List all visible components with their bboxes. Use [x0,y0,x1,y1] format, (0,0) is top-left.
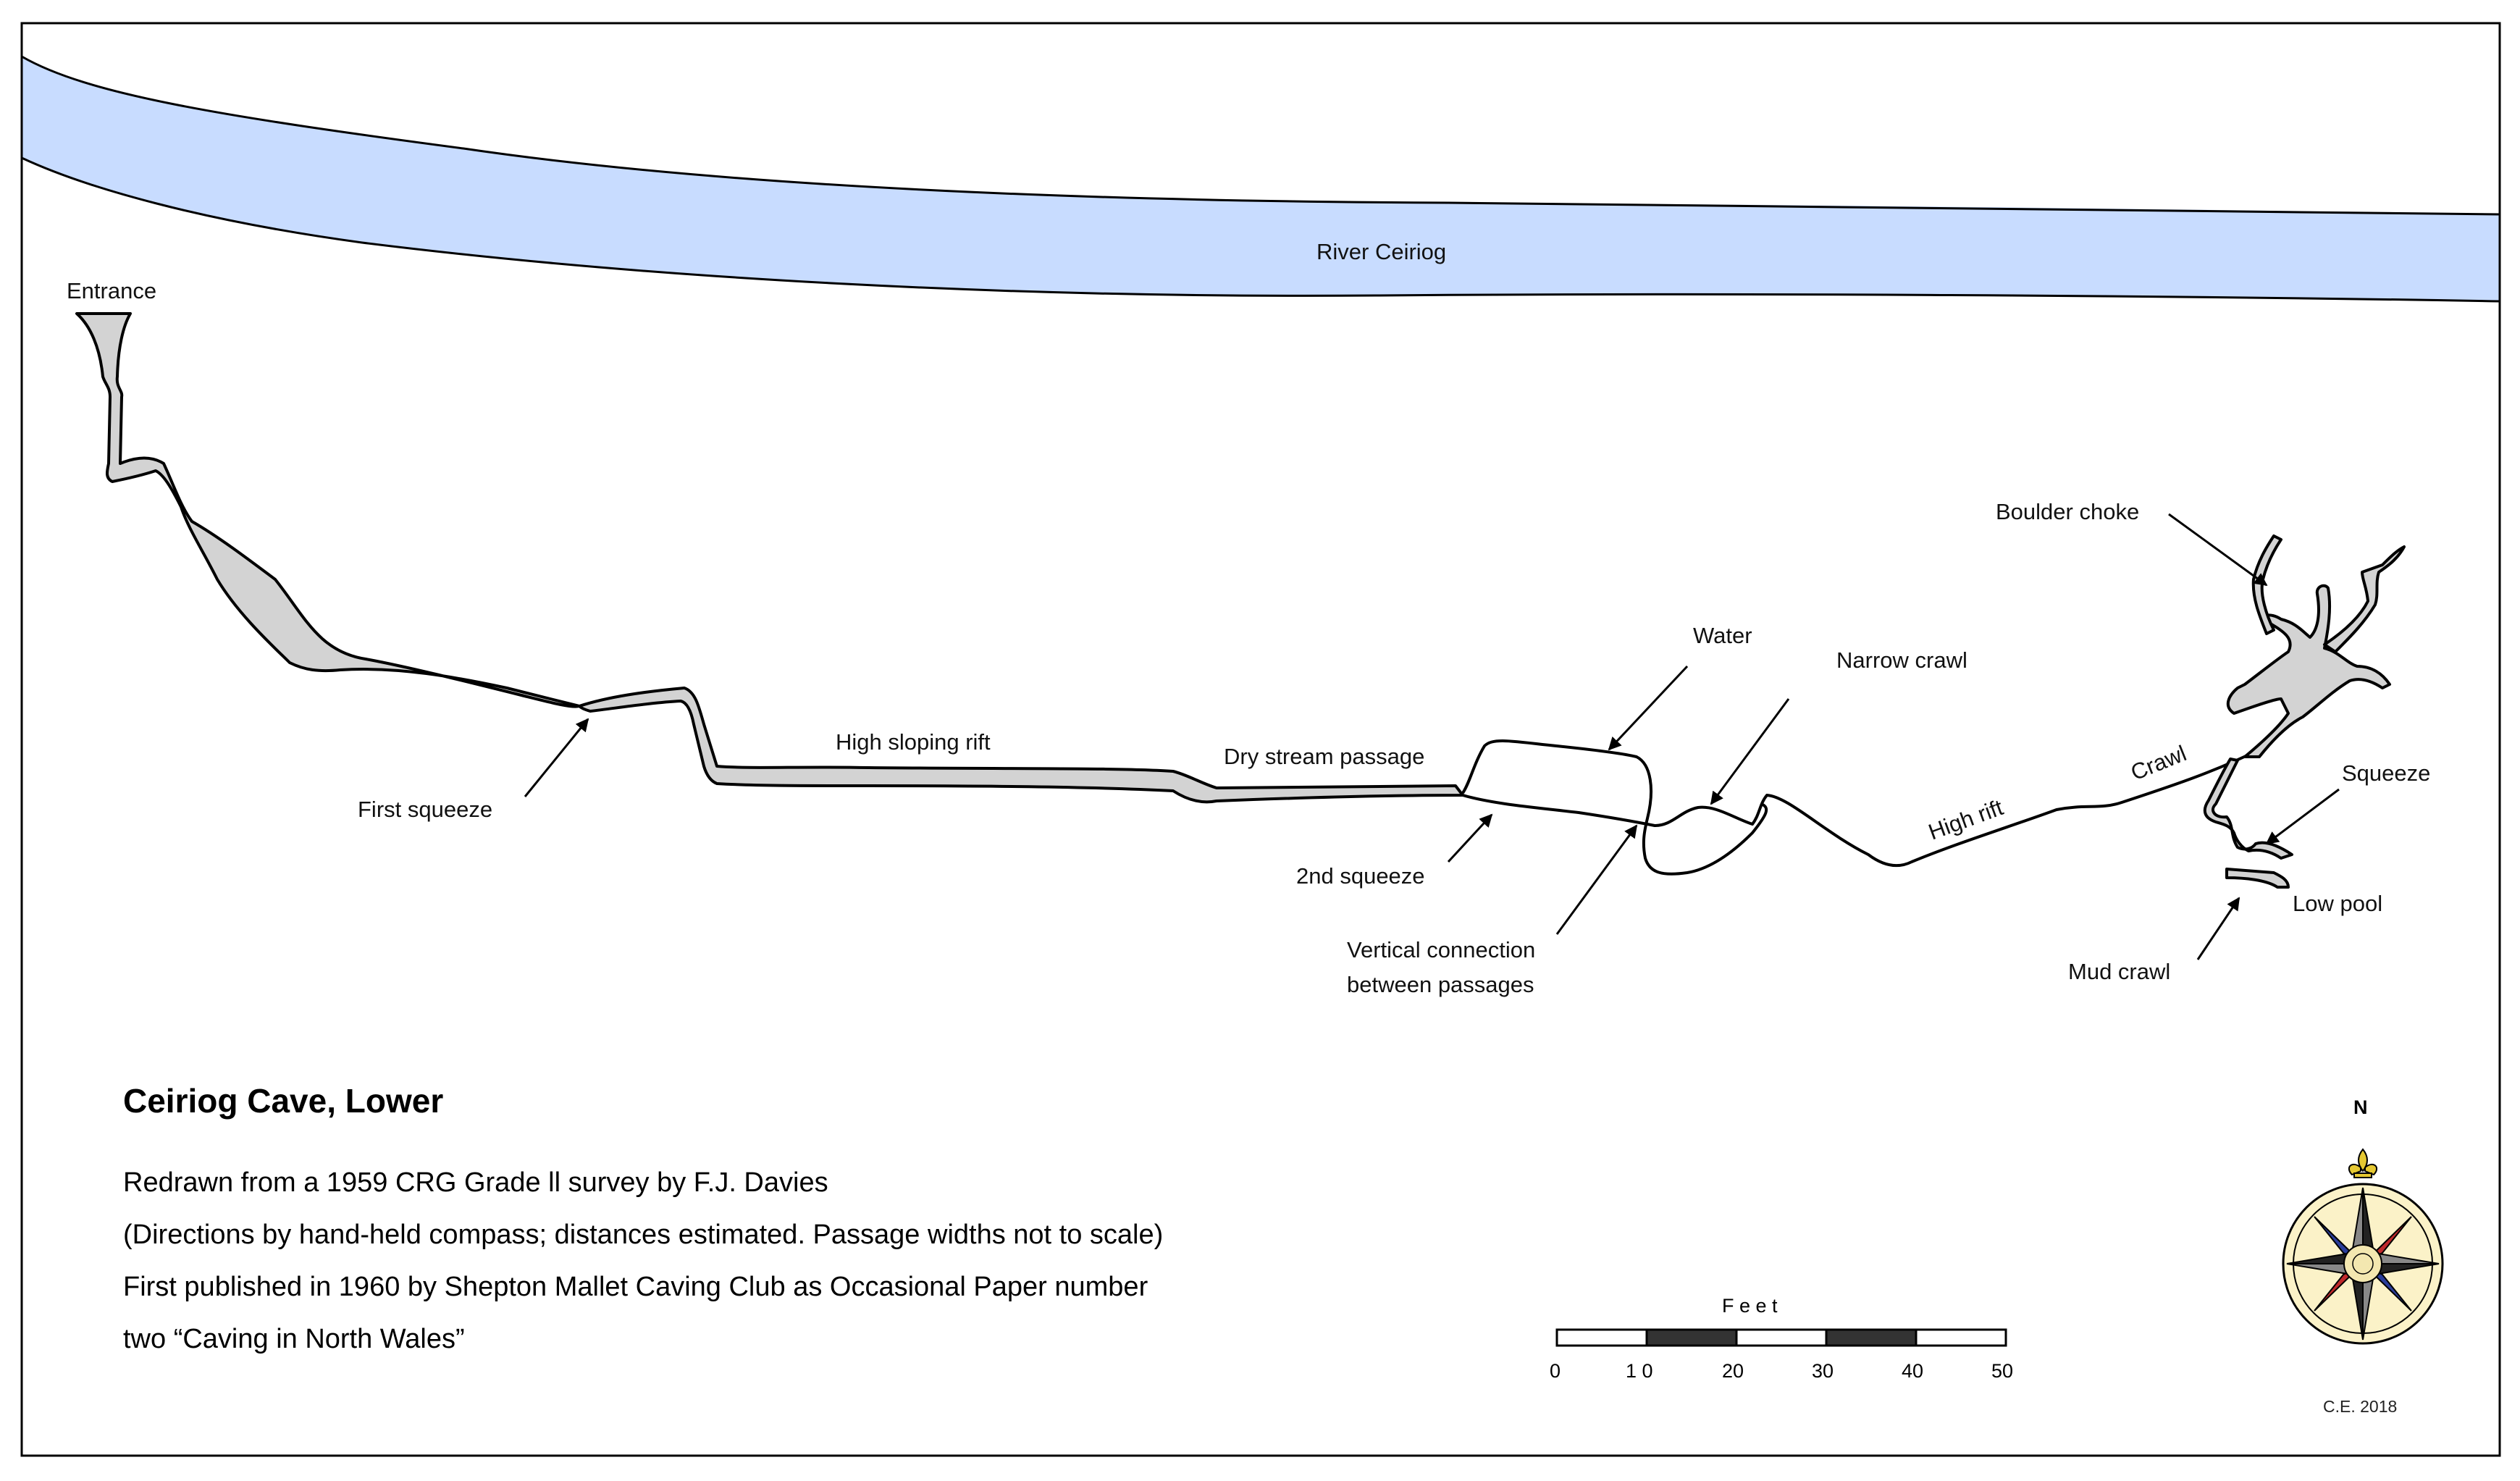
label-narrow-crawl: Narrow crawl [1836,647,1967,673]
scale-tick-30: 30 [1812,1360,1834,1382]
boulder-choke-arrow [2168,513,2268,587]
leader-arrows [524,513,2340,960]
scale-segment-5 [1915,1328,2007,1347]
compass-north-label: N [2353,1096,2368,1118]
label-vertical-connection-1: Vertical connection [1347,937,1535,962]
scale-tick-20: 20 [1722,1360,1744,1382]
cave-passages [75,312,2406,889]
label-low-pool: Low pool [2293,891,2382,916]
mud-crawl-passage [2225,868,2290,889]
scale-segment-3 [1735,1328,1828,1347]
note-line-4: two “Caving in North Wales” [123,1324,465,1354]
label-first-squeeze: First squeeze [358,797,492,822]
label-vertical-connection-2: between passages [1347,972,1534,997]
map-title: Ceiriog Cave, Lower [123,1082,443,1120]
note-line-3: First published in 1960 by Shepton Malle… [123,1272,1148,1302]
squeeze-arrow [2265,788,2340,845]
first-squeeze-arrow [524,718,589,797]
vertical-connection-arrow [1555,824,1638,935]
label-second-squeeze: 2nd squeeze [1296,863,1425,889]
north-east-branch [2323,545,2406,653]
note-line-1: Redrawn from a 1959 CRG Grade ll survey … [123,1167,828,1198]
label-mud-crawl: Mud crawl [2068,959,2170,984]
label-water: Water [1693,623,1752,648]
credit-text: C.E. 2018 [2323,1397,2397,1416]
scale-segment-2 [1645,1328,1738,1347]
label-dry-stream-passage: Dry stream passage [1224,744,1424,769]
entrance-passage [75,312,581,708]
label-high-sloping-rift: High sloping rift [836,729,991,755]
scale-tick-40: 40 [1902,1360,1923,1382]
note-line-2: (Directions by hand-held compass; distan… [123,1220,1163,1250]
label-squeeze: Squeeze [2342,760,2430,786]
boulder-choke-branch [2251,534,2282,635]
river-label: River Ceiriog [1316,239,1446,264]
label-boulder-choke: Boulder choke [1996,499,2139,524]
scale-unit-label: F e e t [1722,1295,1778,1317]
label-entrance: Entrance [67,278,156,303]
fleur-de-lis-icon [2348,1148,2378,1178]
compass-rose: N [2282,1096,2444,1345]
scale-bar: F e e t 0 1 0 20 30 40 50 [1550,1295,2013,1382]
river-ceiriog [20,54,2501,303]
narrow-crawl-arrow [1710,698,1790,805]
first-squeeze-passage [578,687,1464,804]
scale-tick-0: 0 [1550,1360,1561,1382]
mud-crawl-arrow [2196,897,2240,960]
squeeze-branch [2203,758,2293,860]
crawl-passage [2226,584,2391,758]
water-arrow [1608,665,1689,751]
scale-segment-1 [1555,1328,1648,1347]
compass-center [2343,1244,2382,1283]
scale-tick-50: 50 [1991,1360,2013,1382]
scale-tick-10: 1 0 [1626,1360,1653,1382]
scale-segment-4 [1825,1328,1918,1347]
water-passage [1461,739,1768,876]
second-squeeze-arrow [1447,813,1493,863]
compass-center-ring [2352,1253,2374,1275]
loop-lower-passage [1462,748,2260,868]
